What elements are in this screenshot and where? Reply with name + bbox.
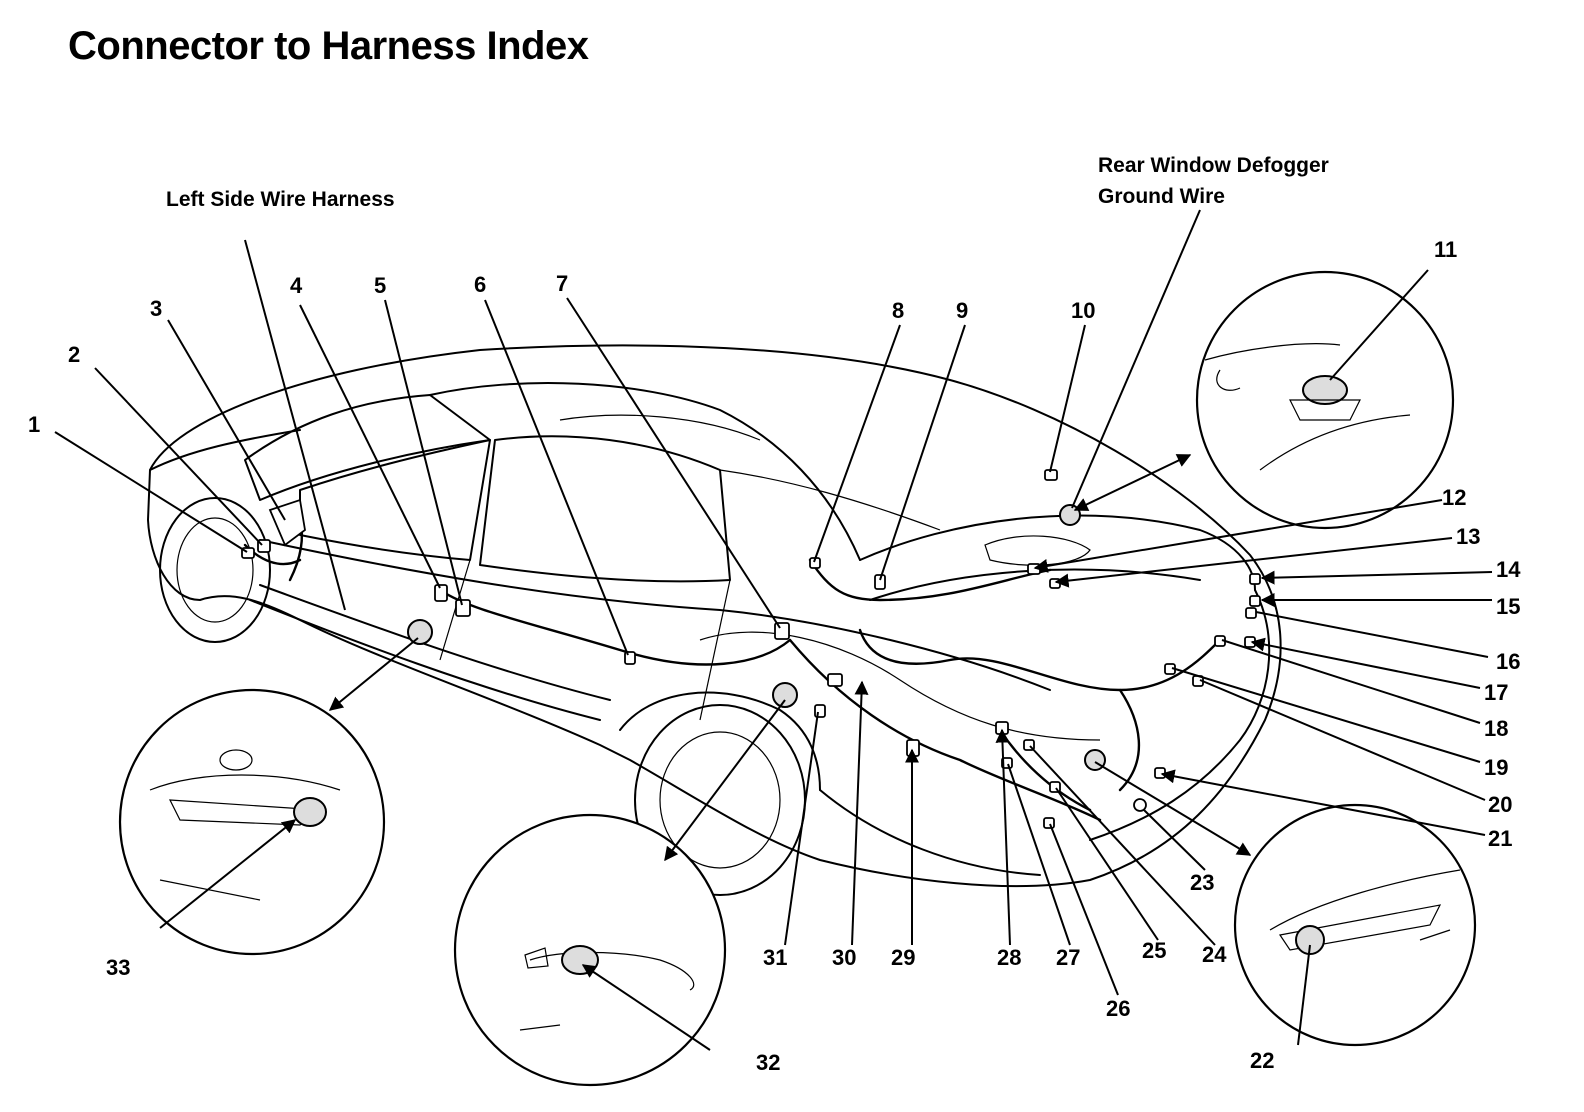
callout-19: 19: [1484, 755, 1508, 780]
leader-lines: [54, 209, 1493, 1051]
detail-view-32: [453, 813, 727, 1087]
connector-4: [434, 584, 448, 602]
callout-10: 10: [1071, 298, 1095, 323]
callout-9: 9: [956, 298, 968, 323]
callout-21: 21: [1488, 826, 1512, 851]
callout-7: 7: [556, 271, 568, 296]
connector-9: [874, 574, 886, 590]
defogger-label-line2: Ground Wire: [1098, 185, 1225, 208]
callout-26: 26: [1106, 996, 1130, 1021]
callout-8: 8: [892, 298, 904, 323]
connector-14: [1249, 573, 1261, 585]
callout-18: 18: [1484, 716, 1508, 741]
callout-33: 33: [106, 955, 130, 980]
connector-symbols: [241, 469, 1261, 829]
callout-30: 30: [832, 945, 856, 970]
ground-point-33: [407, 619, 433, 645]
callout-3: 3: [150, 296, 162, 321]
connector-13: [1049, 578, 1061, 589]
connector-15: [1249, 595, 1261, 607]
callout-27: 27: [1056, 945, 1080, 970]
connector-12: [1027, 563, 1041, 575]
wire-harness-routing: [243, 518, 1222, 822]
detail-view-33: [118, 688, 386, 956]
defogger-label-line1: Rear Window Defogger: [1098, 154, 1329, 177]
callout-12: 12: [1442, 485, 1466, 510]
callout-17: 17: [1484, 680, 1508, 705]
connector-7: [774, 622, 790, 640]
detail-view-11: [1195, 270, 1455, 530]
callout-32: 32: [756, 1050, 780, 1075]
callout-13: 13: [1456, 524, 1480, 549]
connector-21: [1154, 767, 1166, 779]
callout-15: 15: [1496, 594, 1520, 619]
callout-22: 22: [1250, 1048, 1274, 1073]
callout-14: 14: [1496, 557, 1521, 582]
callout-numbers: 1 2 3 4 5 6 7 8 9 10 11 12 13 14 15 16 1…: [28, 237, 1521, 1075]
detail-view-22: [1233, 803, 1477, 1047]
callout-29: 29: [891, 945, 915, 970]
callout-28: 28: [997, 945, 1021, 970]
callout-5: 5: [374, 273, 386, 298]
callout-31: 31: [763, 945, 787, 970]
callout-2: 2: [68, 342, 80, 367]
callout-16: 16: [1496, 649, 1520, 674]
callout-11: 11: [1434, 237, 1457, 262]
callout-4: 4: [290, 273, 303, 298]
connector-3: [268, 498, 306, 547]
page-title: Connector to Harness Index: [68, 24, 589, 68]
left-side-harness-label: Left Side Wire Harness: [166, 188, 395, 211]
connector-26: [1043, 817, 1055, 829]
connector-5: [455, 599, 471, 617]
ground-point-32: [772, 682, 798, 708]
connector-30: [827, 673, 843, 687]
callout-20: 20: [1488, 792, 1512, 817]
connector-16: [1245, 607, 1257, 619]
callout-25: 25: [1142, 938, 1166, 963]
connector-23: [1133, 798, 1147, 812]
callout-24: 24: [1202, 942, 1227, 967]
connector-31: [814, 704, 826, 718]
car-body: [147, 344, 1282, 896]
callout-6: 6: [474, 272, 486, 297]
callout-23: 23: [1190, 870, 1214, 895]
callout-1: 1: [28, 412, 40, 437]
